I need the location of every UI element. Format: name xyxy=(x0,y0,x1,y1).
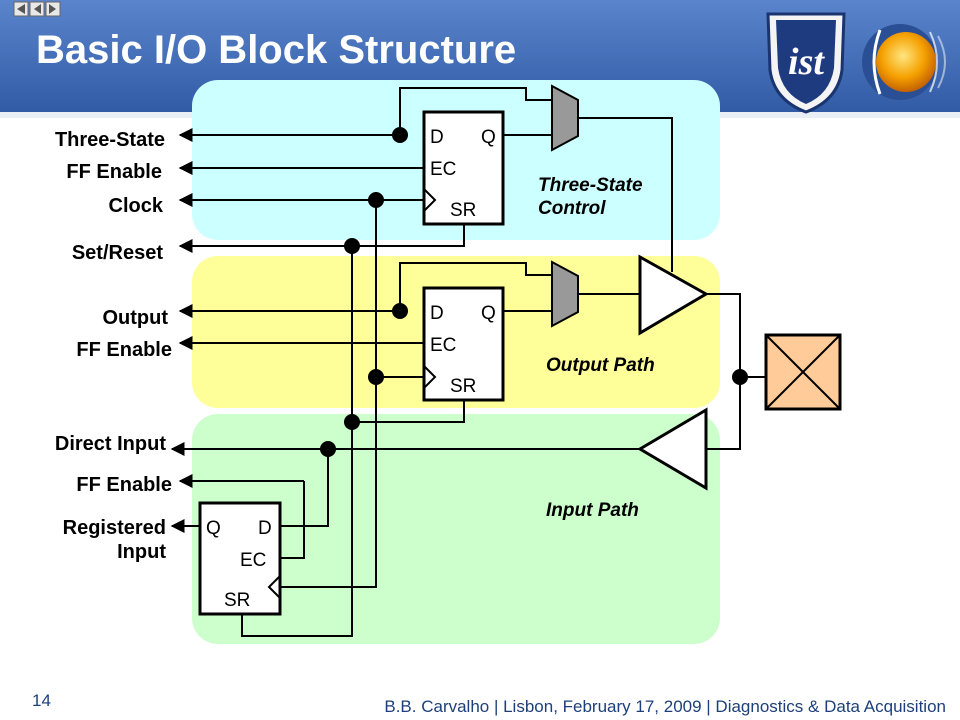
ff1-sr: SR xyxy=(450,200,476,221)
label-clock: Clock xyxy=(109,195,164,217)
ff1-d: D xyxy=(430,127,444,148)
nav-next-icon[interactable] xyxy=(45,1,61,17)
three-state-mux xyxy=(551,84,579,152)
label-set-reset: Set/Reset xyxy=(72,242,163,264)
output-buffer xyxy=(638,254,710,336)
nav-first-icon[interactable] xyxy=(13,1,29,17)
ff2-sr: SR xyxy=(450,376,476,397)
label-registered: Registered xyxy=(63,517,166,539)
label-ff-enable-3: FF Enable xyxy=(76,474,172,496)
three-state-flip-flop: D Q EC SR xyxy=(422,110,505,226)
section-control: Control xyxy=(538,198,606,219)
label-input: Input xyxy=(117,541,166,563)
label-direct-input: Direct Input xyxy=(55,433,166,455)
page-number: 14 xyxy=(32,691,51,710)
output-mux xyxy=(551,260,579,328)
bus-wires xyxy=(241,87,552,637)
input-flip-flop: Q D EC SR xyxy=(198,501,282,616)
output-flip-flop: D Q EC SR xyxy=(422,286,505,402)
label-three-state: Three-State xyxy=(55,129,165,151)
university-crest-logo: ist xyxy=(766,12,846,114)
page-title: Basic I/O Block Structure xyxy=(36,28,516,72)
ff1-ec: EC xyxy=(430,159,456,180)
label-ff-enable-1: FF Enable xyxy=(66,161,162,183)
section-input-path: Input Path xyxy=(546,500,639,521)
three-state-control-wire xyxy=(578,117,673,272)
nav-controls[interactable] xyxy=(13,1,61,17)
junction-dots xyxy=(320,127,748,457)
section-three-state: Three-State xyxy=(538,175,643,196)
label-ff-enable-2: FF Enable xyxy=(76,339,172,361)
ff2-d: D xyxy=(430,303,444,324)
pad-wire xyxy=(706,293,766,378)
io-pad xyxy=(764,333,842,411)
pad-input-wire xyxy=(706,377,741,450)
ff1-q: Q xyxy=(481,127,496,148)
footer-text: B.B. Carvalho | Lisbon, February 17, 200… xyxy=(384,697,946,716)
ff2-q: Q xyxy=(481,303,496,324)
output-wires xyxy=(170,442,640,533)
ff3-q: Q xyxy=(206,518,221,539)
nav-prev-icon[interactable] xyxy=(29,1,45,17)
ff3-d: D xyxy=(258,518,272,539)
label-output: Output xyxy=(102,307,168,329)
section-output-path: Output Path xyxy=(546,355,655,376)
input-buffer xyxy=(637,407,708,491)
input-wires xyxy=(178,128,424,488)
svg-text:ist: ist xyxy=(788,41,825,83)
ff3-ec: EC xyxy=(240,550,266,571)
ff2-ec: EC xyxy=(430,335,456,356)
institute-logo xyxy=(862,24,946,100)
ff3-sr: SR xyxy=(224,590,250,611)
